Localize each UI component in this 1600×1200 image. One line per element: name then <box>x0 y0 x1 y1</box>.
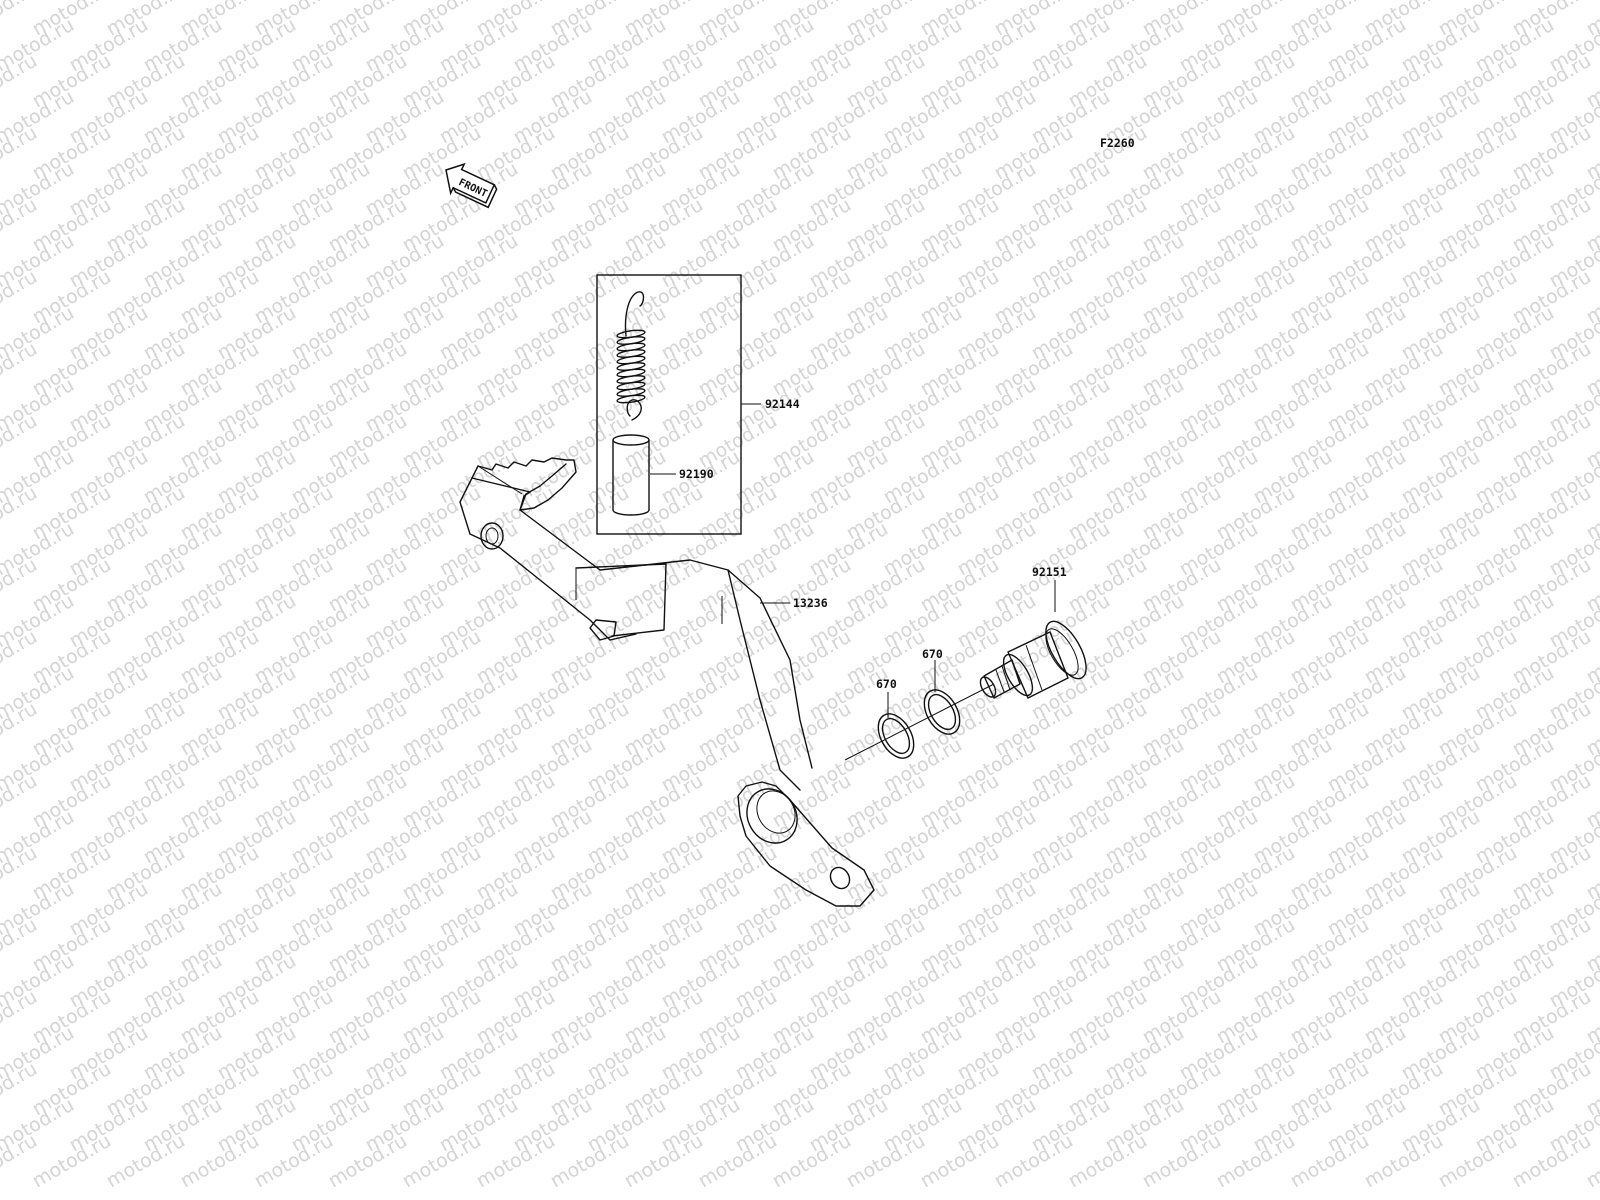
part-label-13236: 13236 <box>793 596 828 610</box>
part-label-92151: 92151 <box>1032 565 1067 579</box>
figure-code: F2260 <box>1100 136 1135 150</box>
part-label-670-right: 670 <box>922 647 943 661</box>
part-label-92144: 92144 <box>765 397 800 411</box>
part-label-92190: 92190 <box>679 467 714 481</box>
part-label-670-left: 670 <box>876 677 897 691</box>
